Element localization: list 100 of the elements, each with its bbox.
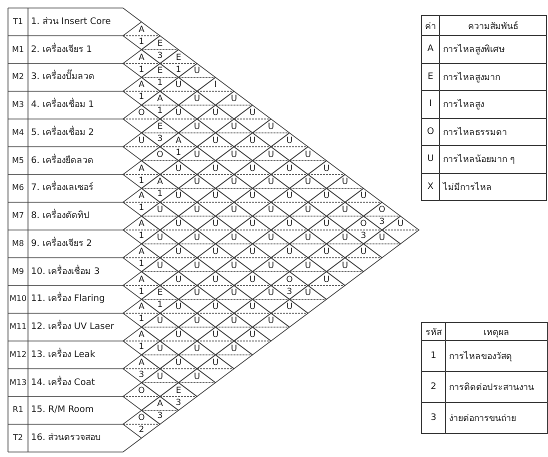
relationship-letter: A — [138, 358, 146, 368]
relationship-meaning: การไหลน้อยมาก ๆ — [440, 146, 546, 173]
relationship-letter: U — [378, 232, 386, 243]
relationship-letter: U — [340, 232, 350, 243]
relationship-letter: U — [304, 205, 312, 216]
relationship-letter: U — [156, 260, 164, 271]
activity-name: 10. เครื่องเชื่อม 3 — [31, 264, 101, 279]
relationship-letter: U — [340, 260, 350, 271]
relationship-letter: U — [192, 177, 202, 188]
relationship-letter: A — [156, 399, 164, 410]
relationship-letter: A — [138, 219, 146, 229]
relationship-letter: U — [248, 246, 257, 257]
relationship-letter: U — [266, 232, 276, 243]
relationship-letter: U — [304, 177, 312, 188]
relationship-letter: A — [138, 24, 146, 35]
relationship-letter: U — [322, 191, 331, 202]
reason-number: 2 — [138, 425, 146, 436]
row-code: M5 — [11, 154, 25, 167]
relationship-letter: U — [304, 288, 312, 298]
relationship-letter: A — [138, 246, 146, 257]
relationship-letter: U — [174, 274, 183, 284]
reason-number: 1 — [138, 203, 146, 214]
row-code: M10 — [9, 293, 27, 306]
table-header: ความสัมพันธ์ — [440, 16, 546, 36]
relationship-letter: E — [156, 66, 164, 76]
table-header: ค่า — [422, 16, 440, 36]
relationship-letter: E — [156, 122, 164, 132]
reason-number: 3 — [156, 50, 164, 61]
activity-name: 11. เครื่อง Flaring — [31, 292, 121, 306]
relationship-letter: U — [174, 219, 183, 229]
relationship-letter: U — [211, 191, 220, 202]
row-code: M11 — [9, 321, 27, 334]
relationship-letter: U — [248, 302, 257, 312]
relationship-letter: U — [230, 260, 238, 271]
relationship-letter: U — [248, 164, 257, 174]
reason-number: 1 — [422, 340, 446, 372]
relationship-meaning: ไม่มีการไหล — [440, 173, 546, 200]
relationship-letter: U — [174, 164, 183, 174]
relationship-letter: U — [285, 246, 294, 257]
relationship-letter: A — [174, 136, 182, 146]
relationship-letter: U — [230, 177, 238, 188]
reason-number: 1 — [156, 78, 164, 88]
activity-name: 12. เครื่อง UV Laser — [31, 320, 121, 334]
relationship-letter: U — [211, 164, 220, 174]
table-header: เหตุผล — [446, 322, 548, 340]
relationship-letter: U — [156, 316, 164, 326]
relationship-letter: U — [192, 66, 202, 76]
relationship-letter: U — [192, 288, 202, 298]
relationship-letter: U — [156, 344, 164, 354]
relationship-letter: U — [230, 94, 238, 104]
relationship-letter: A — [138, 191, 146, 202]
activity-name: 7. เครื่องเลเซอร์ — [31, 181, 121, 196]
relationship-letter: U — [322, 219, 331, 229]
reason-number: 1 — [138, 231, 146, 241]
relationship-letter: U — [285, 302, 294, 312]
relationship-letter: U — [156, 232, 164, 243]
relationship-letter: U — [192, 372, 202, 382]
reason-number: 2 — [422, 372, 446, 402]
relationship-letter: U — [174, 358, 183, 368]
reason-text: การไหลของวัสดุ — [446, 340, 548, 372]
relationship-letter: A — [138, 164, 146, 174]
reason-number: 1 — [138, 64, 146, 74]
row-code: T1 — [12, 16, 24, 28]
relationship-letter: U — [211, 219, 220, 229]
relationship-letter: U — [192, 205, 202, 216]
reason-number: 1 — [138, 176, 146, 186]
relationship-letter: A — [138, 80, 146, 90]
relationship-letter: U — [285, 219, 294, 229]
relationship-letter: U — [230, 205, 238, 216]
relationship-letter: U — [211, 136, 220, 146]
relationship-letter: U — [230, 122, 238, 132]
activity-name: 1. ส่วน Insert Core — [31, 16, 112, 29]
row-code: T2 — [12, 432, 24, 444]
reason-number: 1 — [156, 189, 164, 200]
relationship-letter: O — [359, 219, 368, 229]
activity-name: 6. เครื่องยืดลวด — [31, 154, 94, 168]
relationship-letter: A — [422, 36, 440, 63]
row-code: M1 — [11, 44, 25, 56]
relationship-meaning: การไหลสูงพิเศษ — [440, 36, 546, 63]
relationship-letter: U — [340, 205, 350, 216]
activity-name: 5. เครื่องเชื่อม 2 — [31, 126, 96, 140]
relationship-letter: E — [174, 386, 182, 396]
relationship-letter: U — [174, 108, 183, 118]
reason-number: 1 — [156, 300, 164, 310]
relationship-letter: U — [230, 344, 238, 354]
relationship-letter: U — [322, 246, 331, 257]
relationship-letter: U — [211, 108, 220, 118]
relationship-letter: U — [211, 358, 220, 368]
reason-number: 3 — [156, 134, 164, 144]
relationship-letter: U — [248, 136, 257, 146]
row-code: M3 — [11, 99, 25, 112]
relationship-letter: E — [156, 288, 164, 298]
activity-name: 2. เครื่องเจียร 1 — [31, 42, 94, 57]
reason-number: 1 — [174, 64, 182, 74]
relationship-letter: U — [266, 260, 276, 271]
relationship-letter: U — [304, 232, 312, 243]
relationship-letter: U — [211, 274, 220, 284]
row-code: M4 — [11, 126, 25, 139]
relationship-letter: E — [422, 63, 440, 90]
relationship-letter: U — [192, 94, 202, 104]
